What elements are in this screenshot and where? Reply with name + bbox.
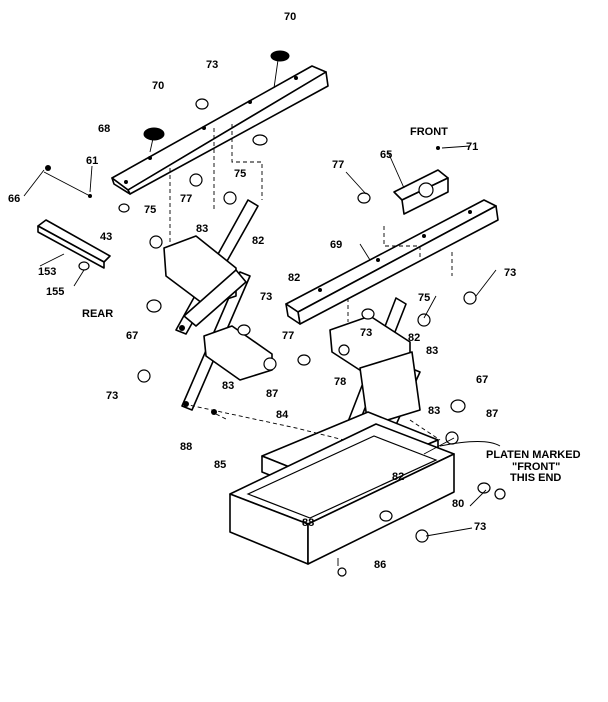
callout-77: 77 [282, 330, 294, 342]
callout-73: 73 [206, 59, 218, 71]
callout-68: 68 [98, 123, 110, 135]
rear-label: REAR [82, 308, 113, 320]
callout-82: 82 [288, 272, 300, 284]
callout-77: 77 [332, 159, 344, 171]
callout-83: 83 [196, 223, 208, 235]
platen-note-line3: THIS END [510, 472, 561, 484]
callout-87: 87 [266, 388, 278, 400]
platen-note-line2: "FRONT" [512, 461, 560, 473]
callout-77: 77 [180, 193, 192, 205]
callout-69: 69 [330, 239, 342, 251]
callout-43: 43 [100, 231, 112, 243]
callout-78: 78 [334, 376, 346, 388]
callout-73: 73 [504, 267, 516, 279]
knob-70-right [270, 50, 290, 89]
callout-67: 67 [476, 374, 488, 386]
rear-upper-rail [111, 65, 329, 195]
callout-84: 84 [276, 409, 289, 421]
callout-61: 61 [86, 155, 98, 167]
callout-73: 73 [106, 390, 118, 402]
callout-75: 75 [234, 168, 246, 180]
callout-71: 71 [466, 141, 478, 153]
rear-bar [37, 219, 111, 269]
front-bracket [393, 169, 449, 215]
rear-plate [163, 235, 273, 381]
callout-82: 82 [392, 471, 404, 483]
callout-82: 82 [408, 332, 420, 344]
callout-88: 88 [180, 441, 192, 453]
platen-note-line1: PLATEN MARKED [486, 449, 581, 461]
callout-86: 86 [374, 559, 386, 571]
callout-66: 66 [8, 193, 20, 205]
callout-73: 73 [260, 291, 272, 303]
callout-88: 88 [302, 517, 314, 529]
callout-155: 155 [46, 286, 64, 298]
callout-70: 70 [152, 80, 164, 92]
callout-153: 153 [38, 266, 56, 278]
callout-87: 87 [486, 408, 498, 420]
callout-80: 80 [452, 498, 464, 510]
callout-73: 73 [360, 327, 372, 339]
platen [229, 423, 455, 565]
leader-lines [23, 124, 501, 566]
callout-75: 75 [418, 292, 430, 304]
callout-75: 75 [144, 204, 156, 216]
callout-83: 83 [222, 380, 234, 392]
callout-70: 70 [284, 11, 296, 23]
knob-70-left [143, 127, 165, 153]
callout-65: 65 [380, 149, 392, 161]
callout-85: 85 [214, 459, 226, 471]
callout-73: 73 [474, 521, 486, 533]
callout-83: 83 [426, 345, 438, 357]
callout-67: 67 [126, 330, 138, 342]
part-callouts: 70 70 73 68 61 66 77 75 75 43 83 82 153 … [8, 11, 516, 571]
front-upper-rail [285, 199, 499, 325]
callout-83: 83 [428, 405, 440, 417]
front-label: FRONT [410, 126, 448, 138]
text-labels: FRONT REAR PLATEN MARKED "FRONT" THIS EN… [82, 126, 581, 484]
callout-82: 82 [252, 235, 264, 247]
